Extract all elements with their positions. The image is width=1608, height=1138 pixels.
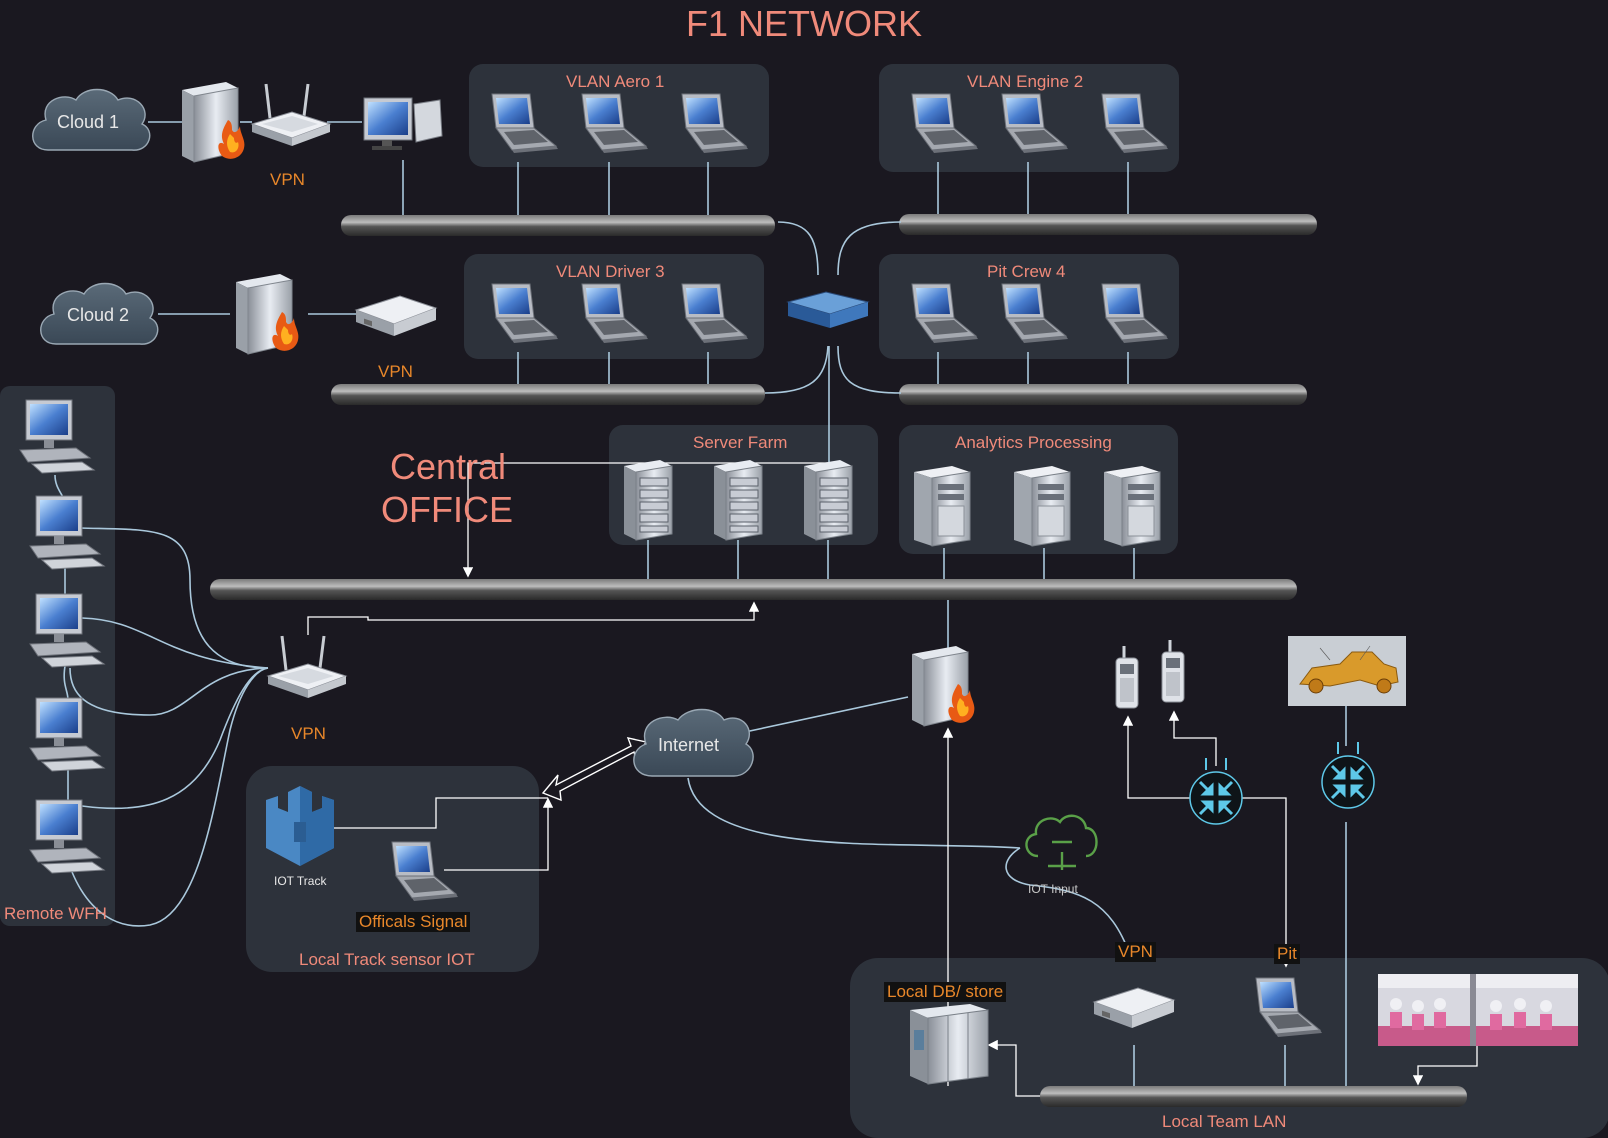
server-icon[interactable] [803,459,853,541]
bus-local-team-lan [1040,1086,1467,1107]
internet-double-arrow [541,737,648,802]
analytics-server-icon[interactable] [1013,465,1071,547]
laptop-icon[interactable] [581,283,649,344]
internet-cloud-shape [633,708,754,777]
core-switch-icon [786,291,870,328]
edge-firewall-icon [911,645,975,727]
cloud-1-label: Cloud 1 [57,112,120,132]
laptop-icon[interactable] [1001,93,1069,154]
remote-vpn-router-icon [266,634,348,700]
remote-desktop-icon[interactable] [29,799,105,874]
pit-wall-photo [1378,974,1578,1046]
central-office-line-2: OFFICE [381,489,513,530]
radio-2-icon [1160,638,1186,704]
laptop-icon[interactable] [581,93,649,154]
laptop-icon[interactable] [491,93,559,154]
iot-input-icon [1025,814,1098,870]
local-team-lan-title: Local Team LAN [1162,1112,1287,1131]
laptop-icon[interactable] [681,93,749,154]
vpn-router-1-icon [250,82,332,148]
remote-desktop-icon[interactable] [29,593,105,668]
remote-desktop-icon[interactable] [29,697,105,772]
vpn-label-1: VPN [270,170,305,189]
bus-engine-lan [899,214,1317,235]
vpn-label-2: VPN [378,362,413,381]
iot-track-icon [266,786,334,866]
analytics-title: Analytics Processing [955,433,1112,452]
analytics-server-icon[interactable] [1103,465,1161,547]
radio-1-icon [1114,644,1140,710]
pit-laptop-icon[interactable] [1255,977,1323,1038]
f1-car-image [1288,636,1406,706]
officials-signal-label: Officals Signal [356,912,471,932]
vpn-label-remote: VPN [291,724,326,743]
bus-aero-lan [341,215,775,236]
central-office-line-1: Central [390,446,507,487]
pit-crew-title: Pit Crew 4 [987,262,1066,281]
firewall-2-icon [235,273,299,355]
server-icon[interactable] [713,459,763,541]
local-track-title: Local Track sensor IOT [299,950,475,969]
local-db-icon [910,1004,989,1085]
cloud-2-label: Cloud 2 [67,305,130,325]
laptop-icon[interactable] [491,283,559,344]
vlan-driver-title: VLAN Driver 3 [556,262,665,281]
desktop-workstation-icon [363,97,443,151]
vlan-aero-title: VLAN Aero 1 [566,72,665,91]
cloud-1-shape [32,88,151,151]
local-db-label: Local DB/ store [884,982,1007,1002]
internet-label: Internet [658,735,720,755]
iot-track-label: IOT Track [274,874,327,888]
vpn-label-local: VPN [1115,942,1156,962]
links [54,121,1347,1086]
analytics-server-icon[interactable] [913,465,971,547]
vlan-engine-title: VLAN Engine 2 [967,72,1084,91]
car-router-icon [1320,740,1376,810]
bus-driver-lan [331,384,765,405]
firewall-1-icon [181,81,245,163]
bus-pit-lan [899,384,1307,405]
remote-wfh-title: Remote WFH [4,904,107,923]
laptop-icon[interactable] [1101,283,1169,344]
cloud-2-shape [40,282,159,345]
officials-laptop-icon[interactable] [391,841,459,902]
local-vpn-modem-icon [1093,987,1175,1029]
laptop-icon[interactable] [1101,93,1169,154]
laptop-icon[interactable] [911,93,979,154]
pit-label: Pit [1274,944,1300,964]
radio-router-icon [1188,756,1244,826]
bus-core-lan [210,579,1297,600]
server-farm-title: Server Farm [693,433,788,452]
iot-input-label: IOT Input [1028,882,1078,896]
remote-desktop-icon[interactable] [29,495,105,570]
laptop-icon[interactable] [1001,283,1069,344]
remote-desktop-icon[interactable] [19,399,95,474]
vpn-modem-2-icon [355,295,437,337]
laptop-icon[interactable] [911,283,979,344]
server-icon[interactable] [623,459,673,541]
page-title: F1 NETWORK [686,3,923,44]
laptop-icon[interactable] [681,283,749,344]
